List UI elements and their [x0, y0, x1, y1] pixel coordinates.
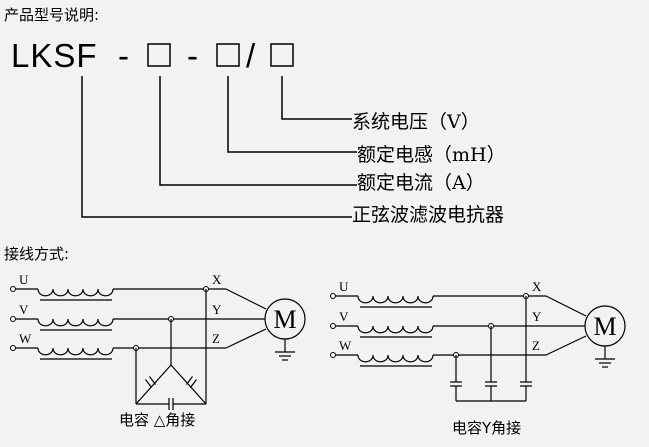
wiring-section-title: 接线方式: [4, 245, 70, 263]
input-label-v: V [19, 302, 29, 317]
inductor-coil-icon [37, 347, 114, 356]
caption-delta: 电容 △角接 [119, 411, 196, 429]
wire-to-motor [225, 328, 267, 349]
wire [170, 364, 207, 405]
capacitor-icon [186, 376, 193, 385]
terminal-w [10, 345, 16, 351]
model-section-title: 产品型号说明: [4, 6, 100, 24]
output-label-z: Z [532, 338, 540, 353]
output-label-z: Z [212, 331, 220, 346]
leader-line-current [159, 76, 357, 186]
output-label-x: X [212, 272, 222, 287]
wiring-diagram-wye: U X V Y W Z M [330, 279, 626, 402]
model-code-box2 [216, 43, 240, 67]
terminal-u [10, 286, 16, 292]
input-label-u: U [19, 272, 29, 287]
wire-to-motor [545, 335, 587, 356]
inductor-coil-icon [357, 325, 434, 334]
caption-wye: 电容Y角接 [452, 419, 522, 437]
model-code-prefix: LKSF [11, 37, 98, 74]
input-label-u: U [339, 279, 349, 294]
desc-product-name: 正弦波滤波电抗器 [352, 204, 505, 226]
terminal-w [330, 352, 336, 358]
wiring-diagram-delta: U X V Y W Z M [10, 272, 306, 410]
leader-line-inductance [227, 76, 357, 153]
inductor-coil-icon [357, 295, 434, 304]
model-code-sep1: - [118, 37, 130, 74]
output-label-x: X [532, 279, 542, 294]
terminal-u [330, 293, 336, 299]
model-code-sep2: - [187, 37, 199, 74]
wire-to-motor [545, 295, 587, 317]
desc-rated-inductance: 额定电感（mH） [357, 144, 506, 166]
inductor-coil-icon [37, 288, 114, 297]
model-code-box3 [270, 43, 294, 67]
model-code-slash: / [246, 37, 257, 74]
leader-line-voltage [281, 76, 352, 120]
wire [135, 364, 172, 405]
terminal-v [10, 316, 16, 322]
desc-rated-current: 额定电流（A） [357, 172, 485, 194]
output-label-y: Y [532, 309, 542, 324]
desc-system-voltage: 系统电压（V） [352, 111, 480, 133]
wire-to-motor [225, 288, 267, 310]
motor-label: M [593, 312, 616, 341]
model-code-box1 [147, 43, 171, 67]
leader-line-product [81, 76, 352, 218]
input-label-w: W [19, 331, 32, 346]
motor-label: M [273, 305, 296, 334]
inductor-coil-icon [37, 318, 114, 327]
capacitor-icon [190, 379, 197, 388]
capacitor-icon [145, 379, 152, 388]
inductor-coil-icon [357, 354, 434, 363]
input-label-v: V [339, 309, 349, 324]
capacitor-icon [149, 376, 156, 385]
terminal-v [330, 323, 336, 329]
output-label-y: Y [212, 302, 222, 317]
input-label-w: W [339, 338, 352, 353]
